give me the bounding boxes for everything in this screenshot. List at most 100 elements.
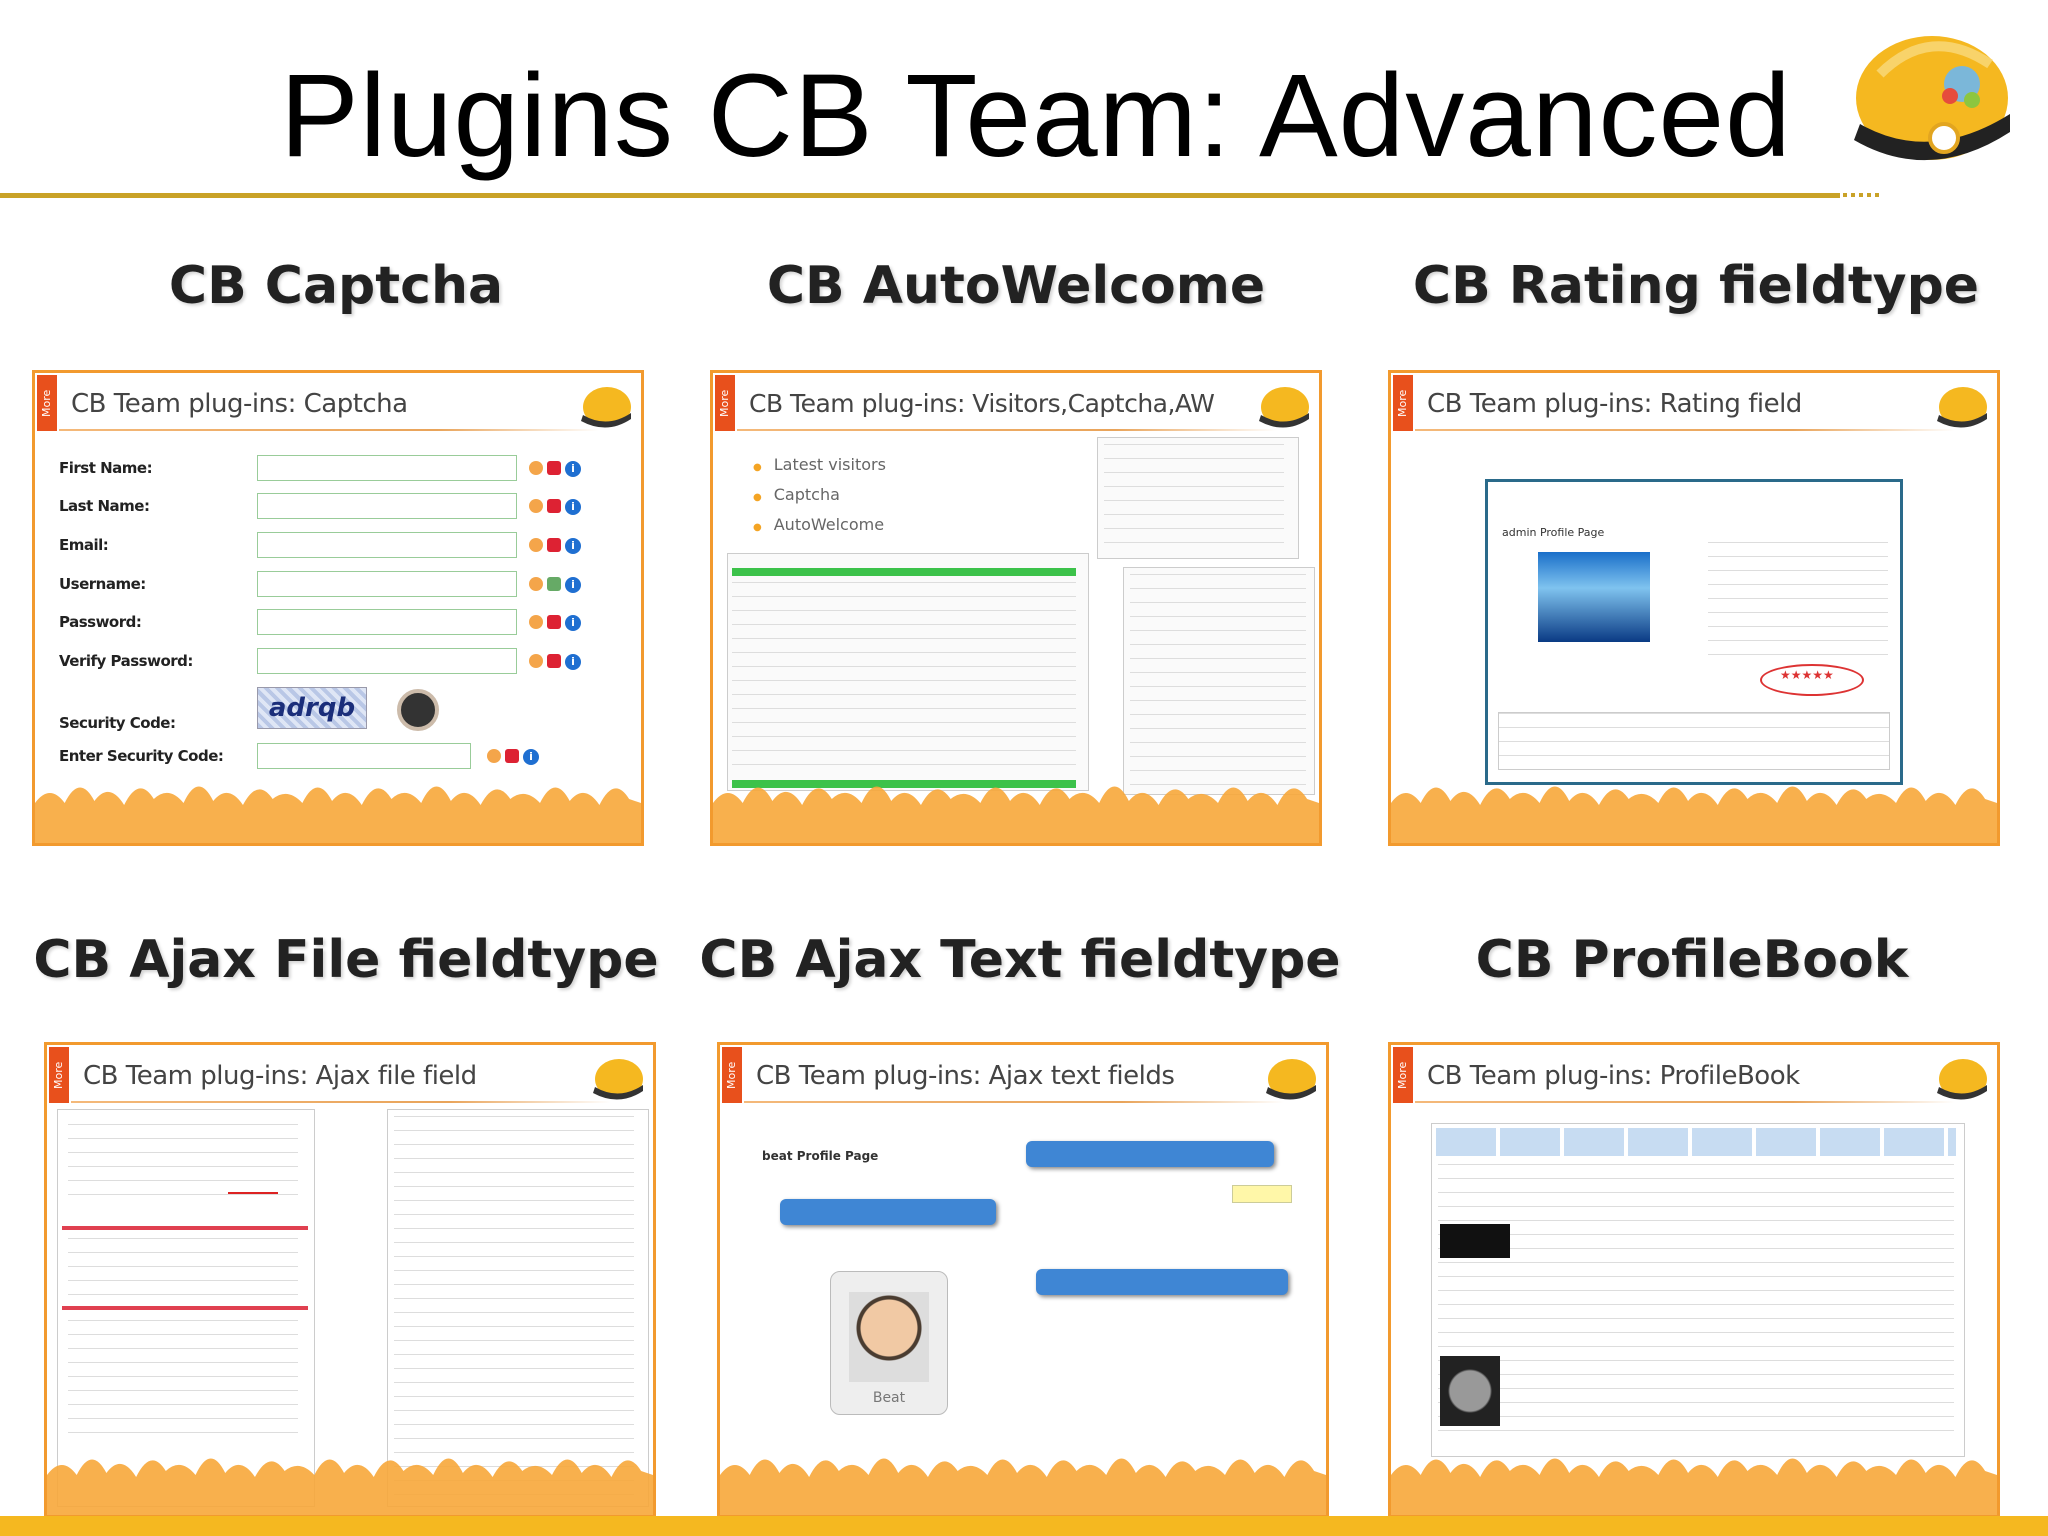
title-rule — [0, 193, 1840, 198]
heading-cb-ajax-text: CB Ajax Text fieldtype — [699, 930, 1341, 990]
helmet-icon — [1937, 1059, 1987, 1100]
password-input[interactable] — [257, 609, 517, 635]
field-icons: i — [487, 749, 539, 765]
rating-highlight — [1760, 664, 1864, 696]
orange-dot-icon — [487, 749, 501, 763]
security-code-input[interactable] — [257, 743, 471, 769]
crowd-footer-graphic — [1391, 1458, 1997, 1515]
slide-rule — [59, 429, 599, 431]
red-icon — [547, 615, 561, 629]
captcha-refresh-icon[interactable] — [397, 689, 439, 731]
entry-thumbnail — [1440, 1224, 1510, 1258]
helmet-icon — [1266, 1059, 1316, 1100]
heading-cb-autowelcome: CB AutoWelcome — [766, 256, 1266, 316]
orange-dot-icon — [529, 654, 543, 668]
heading-cb-captcha: CB Captcha — [168, 256, 504, 316]
slide-title: CB Team plug-ins: Captcha — [71, 389, 408, 419]
edit-tooltip — [1232, 1185, 1292, 1203]
field-icons: i — [529, 577, 581, 593]
field-icons: i — [529, 499, 581, 515]
slide-title: CB Team plug-ins: Ajax file field — [83, 1061, 477, 1091]
slide-tab: More — [1393, 375, 1413, 431]
visitors-screen — [727, 553, 1089, 791]
verify-password-input[interactable] — [257, 648, 517, 674]
info-icon: i — [565, 461, 581, 477]
info-icon: i — [565, 499, 581, 515]
slide-rule — [1415, 429, 1955, 431]
page-title: Plugins CB Team: Advanced — [280, 50, 1792, 182]
green-icon — [547, 577, 561, 591]
orange-dot-icon — [529, 499, 543, 513]
helmet-icon — [593, 1059, 643, 1100]
label-email: Email: — [59, 536, 109, 554]
slide-rule — [737, 429, 1277, 431]
heading-cb-ajax-file: CB Ajax File fieldtype — [33, 930, 659, 990]
rating-stars[interactable]: ★★★★★ — [1780, 668, 1834, 682]
crowd-footer-graphic — [713, 786, 1319, 843]
bullet-latest-visitors: Latest visitors — [753, 455, 886, 474]
email-input[interactable] — [257, 532, 517, 558]
username-input[interactable] — [257, 571, 517, 597]
info-icon: i — [523, 749, 539, 765]
label-password: Password: — [59, 613, 142, 631]
last-name-input[interactable] — [257, 493, 517, 519]
slide-rule — [71, 1101, 611, 1103]
slide-rating: More CB Team plug-ins: Rating field admi… — [1388, 370, 2000, 846]
crowd-footer-graphic — [47, 1458, 653, 1515]
label-last-name: Last Name: — [59, 497, 150, 515]
avatar — [849, 1292, 929, 1382]
slide-profilebook: More CB Team plug-ins: ProfileBook — [1388, 1042, 2000, 1518]
title-rule-dots — [1843, 193, 1883, 197]
slide-title: CB Team plug-ins: Ajax text fields — [756, 1061, 1175, 1091]
slide-rule — [1415, 1101, 1955, 1103]
label-username: Username: — [59, 575, 146, 593]
label-security-code: Security Code: — [59, 714, 176, 732]
profile-label: beat Profile Page — [762, 1149, 879, 1163]
label-verify-password: Verify Password: — [59, 652, 193, 670]
profilebook-screen — [1431, 1123, 1965, 1457]
orange-dot-icon — [529, 577, 543, 591]
avatar — [1538, 552, 1650, 642]
slide-tab: More — [37, 375, 57, 431]
red-icon — [547, 538, 561, 552]
slide-tab: More — [715, 375, 735, 431]
slide-ajax-text: More CB Team plug-ins: Ajax text fields … — [717, 1042, 1329, 1518]
first-name-input[interactable] — [257, 455, 517, 481]
bottom-bar — [0, 1516, 2048, 1536]
helmet-icon — [1259, 387, 1309, 428]
info-icon: i — [565, 577, 581, 593]
heading-cb-rating: CB Rating fieldtype — [1412, 256, 1980, 316]
crowd-footer-graphic — [35, 786, 641, 843]
bullet-autowelcome: AutoWelcome — [753, 515, 884, 534]
helmet-logo-icon — [1854, 36, 2010, 161]
captcha-image: adrqb — [257, 687, 367, 729]
red-icon — [547, 461, 561, 475]
slide-title: CB Team plug-ins: Visitors,Captcha,AW — [749, 389, 1215, 418]
info-icon: i — [565, 615, 581, 631]
slide-rule — [744, 1101, 1284, 1103]
red-icon — [547, 654, 561, 668]
avatar-card: Beat — [830, 1271, 948, 1415]
heading-cb-profilebook: CB ProfileBook — [1475, 930, 1909, 990]
orange-dot-icon — [529, 461, 543, 475]
bullet-captcha: Captcha — [753, 485, 840, 504]
crowd-footer-graphic — [720, 1458, 1326, 1515]
registration-form-screen — [1097, 437, 1299, 559]
slide-tab: More — [1393, 1047, 1413, 1103]
speech-bubble — [1026, 1141, 1274, 1167]
file-settings-screen — [387, 1109, 649, 1507]
label-enter-security-code: Enter Security Code: — [59, 747, 224, 765]
field-icons: i — [529, 654, 581, 670]
helmet-icon — [1937, 387, 1987, 428]
slide-tab: More — [49, 1047, 69, 1103]
slide-title: CB Team plug-ins: ProfileBook — [1427, 1061, 1800, 1091]
field-icons: i — [529, 538, 581, 554]
helmet-icon — [581, 387, 631, 428]
red-icon — [505, 749, 519, 763]
label-first-name: First Name: — [59, 459, 153, 477]
edit-bubble[interactable] — [1036, 1269, 1288, 1295]
orange-dot-icon — [529, 615, 543, 629]
orange-dot-icon — [529, 538, 543, 552]
slide-ajax-file: More CB Team plug-ins: Ajax file field — [44, 1042, 656, 1518]
crowd-footer-graphic — [1391, 786, 1997, 843]
